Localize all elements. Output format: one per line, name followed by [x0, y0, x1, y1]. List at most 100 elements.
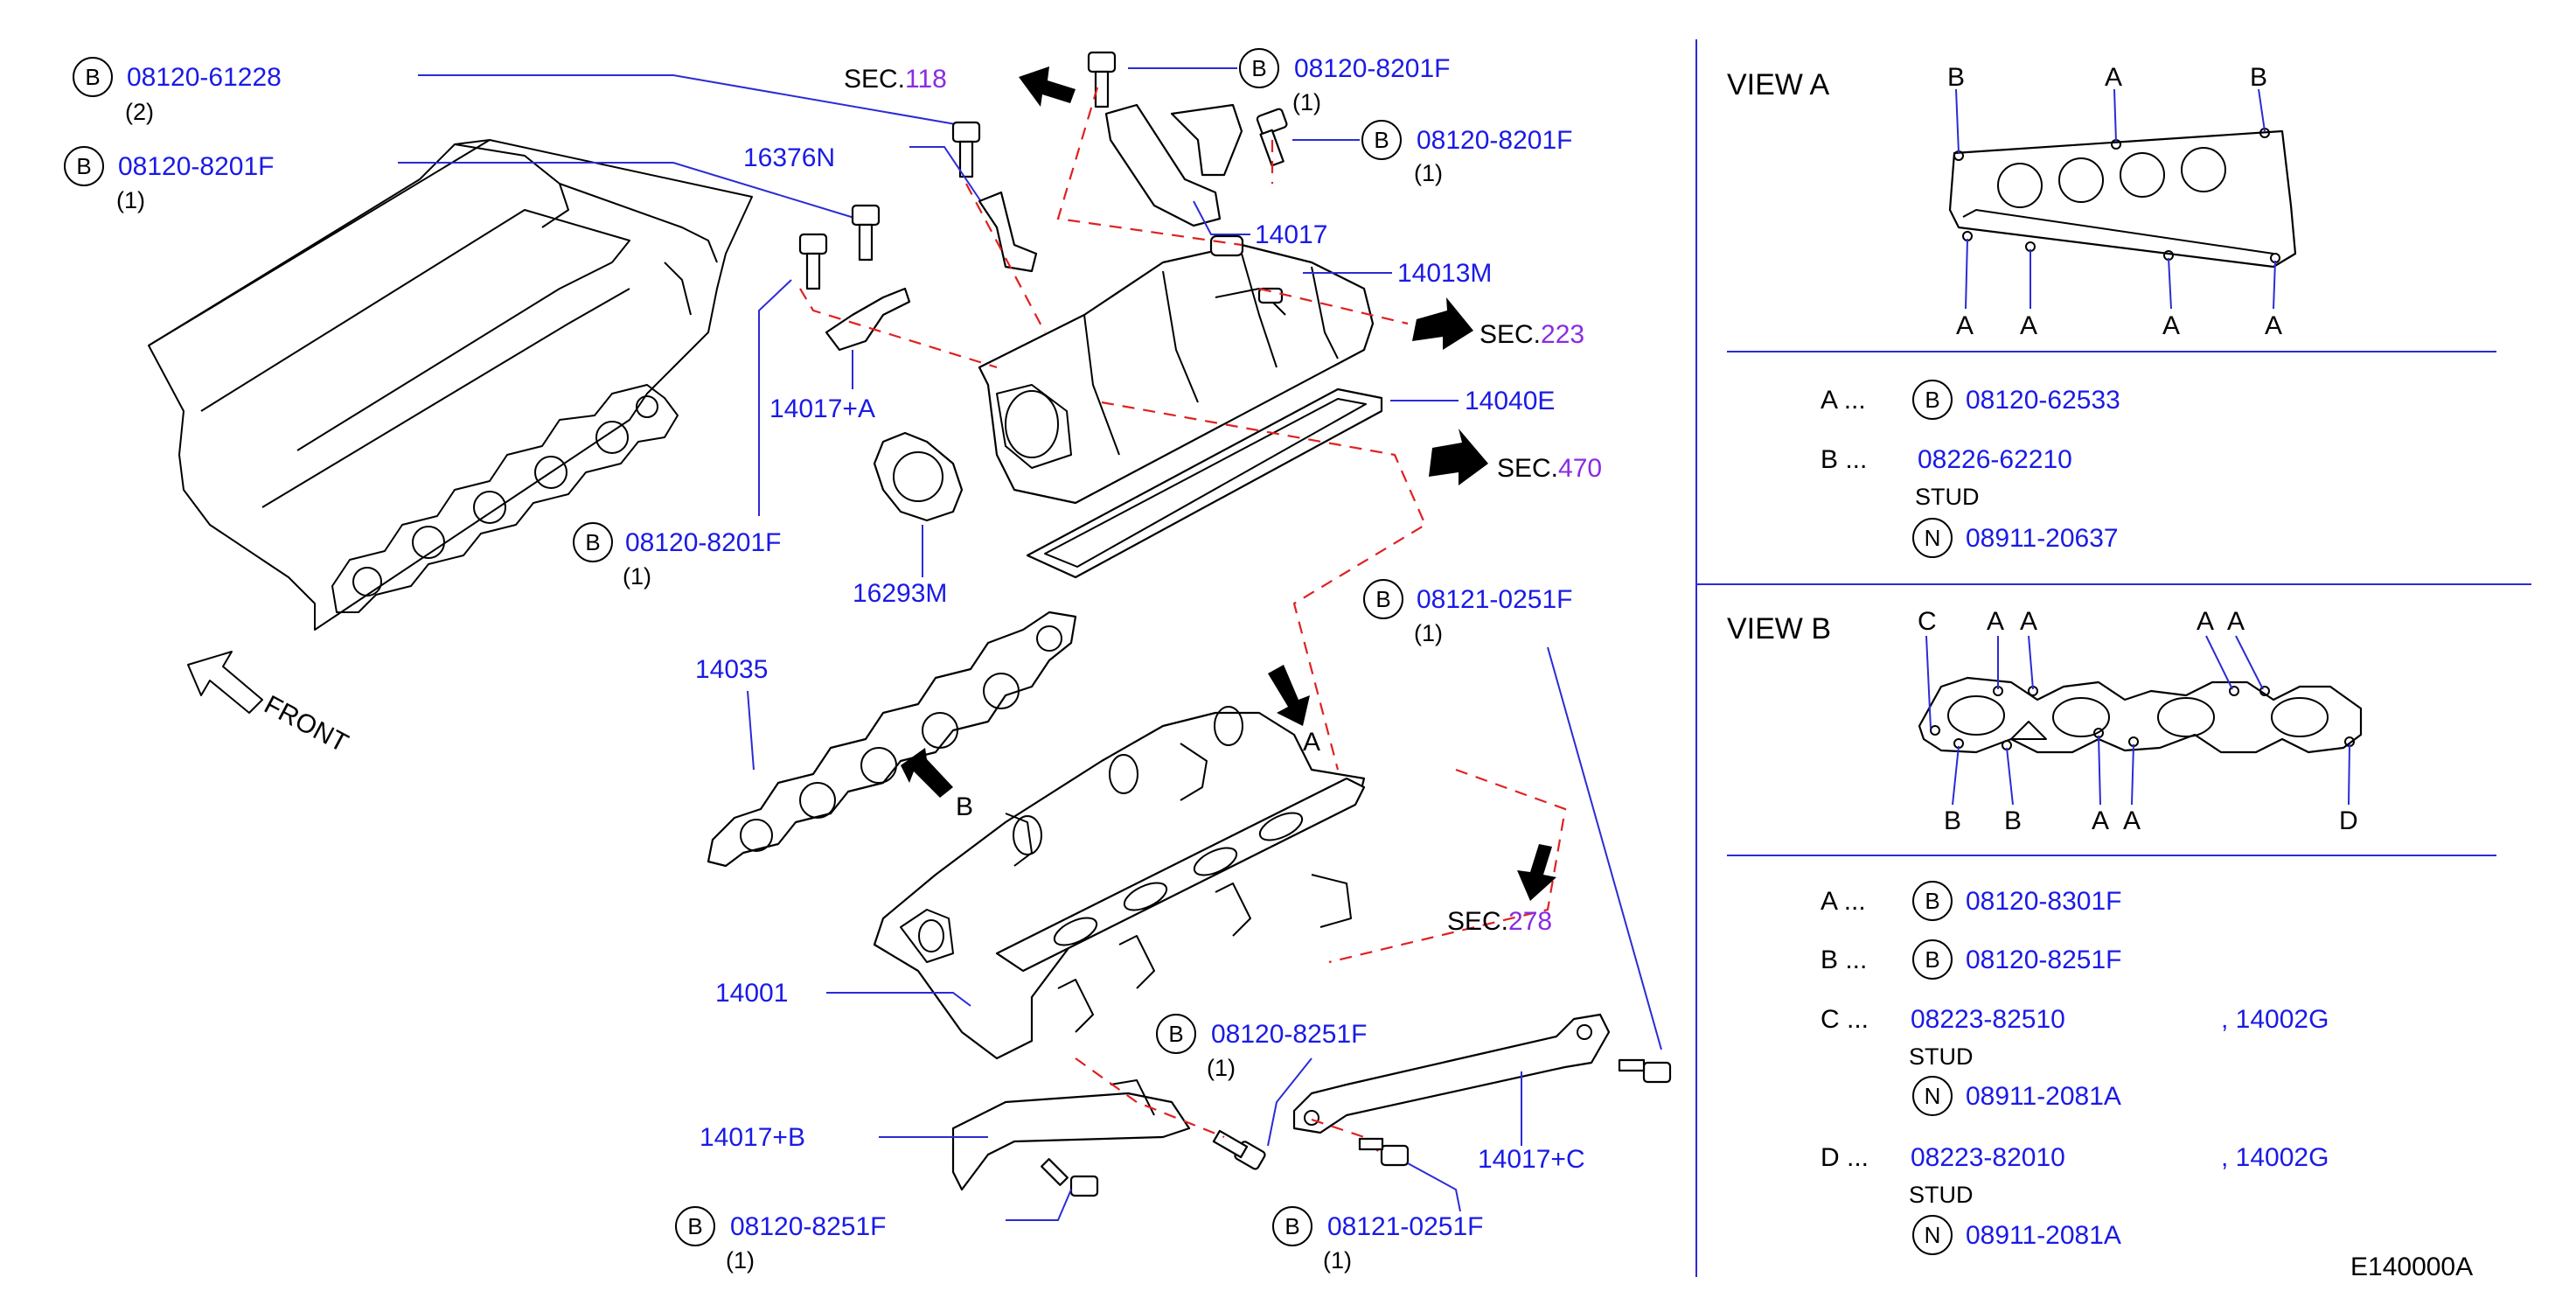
badge-b: B: [64, 146, 104, 186]
view-b-bottom-labels: B B A A D: [1944, 806, 2358, 835]
bolt-drawing: [798, 121, 981, 290]
bolt-drawing: [1041, 1158, 1099, 1197]
part-14017: 14017: [1255, 220, 1327, 249]
svg-text:D: D: [2339, 806, 2358, 835]
badge-b: B: [1239, 48, 1279, 88]
svg-text:B: B: [76, 153, 91, 179]
bracket-14017-drawing: [1104, 103, 1243, 227]
svg-text:A: A: [1987, 607, 2004, 636]
svg-text:A: A: [1956, 311, 1974, 340]
qty-08120-61228: (2): [125, 99, 154, 125]
section-arrow: [1019, 66, 1076, 107]
view-a-gasket-drawing: [1948, 128, 2297, 269]
part-08121-0251f: 08121-0251F: [1327, 1212, 1483, 1241]
legend-key: B ...: [1821, 946, 1867, 974]
section-arrow: [1412, 297, 1473, 350]
legend-part: 08911-2081A: [1966, 1221, 2121, 1250]
legend-part: 08223-82010: [1911, 1143, 2065, 1172]
svg-text:B: B: [1944, 806, 1961, 835]
part-08120-8251f: 08120-8251F: [1211, 1020, 1367, 1049]
bracket-14017a-drawing: [825, 287, 911, 352]
legend-key: C ...: [1821, 1005, 1869, 1034]
front-arrow: FRONT: [187, 651, 353, 758]
section-arrow: [1517, 844, 1556, 901]
view-a-bottom-labels: A A A A: [1956, 311, 2282, 340]
svg-text:B: B: [1925, 946, 1939, 973]
view-a-top-labels: B A B: [1947, 63, 2267, 92]
bolt-drawing: [1212, 1129, 1266, 1170]
section-278: SEC.278: [1447, 907, 1552, 936]
view-a-marker: A: [1303, 728, 1320, 757]
svg-text:A: A: [2105, 63, 2122, 92]
qty-08120-8201f: (1): [623, 563, 651, 590]
svg-text:B: B: [1285, 1213, 1299, 1239]
bolt-drawing: [1087, 51, 1288, 167]
badge-b: B: [1912, 939, 1953, 980]
part-08121-0251f: 08121-0251F: [1417, 585, 1572, 614]
qty-08120-8201f: (1): [1414, 160, 1443, 186]
legend-desc: STUD: [1909, 1182, 1974, 1208]
view-b-title: VIEW B: [1727, 612, 1831, 646]
gasket-14035-drawing: [707, 611, 1077, 868]
svg-text:B: B: [1374, 127, 1389, 153]
part-08120-8201f: 08120-8201F: [1294, 54, 1450, 83]
legend-desc: STUD: [1909, 1043, 1974, 1070]
badge-n: N: [1912, 1215, 1953, 1255]
legend-key: B ...: [1821, 445, 1867, 474]
svg-text:A: A: [2020, 607, 2037, 636]
svg-text:B: B: [1947, 63, 1965, 92]
front-label: FRONT: [260, 690, 353, 758]
legend-alt-part: , 14002G: [2221, 1005, 2329, 1034]
badge-n: N: [1912, 518, 1953, 558]
part-16376n: 16376N: [743, 143, 835, 172]
legend-part: 08120-8251F: [1966, 946, 2121, 974]
view-b-marker: B: [956, 792, 973, 821]
svg-text:B: B: [2250, 63, 2267, 92]
svg-text:B: B: [1375, 586, 1390, 612]
part-08120-61228: 08120-61228: [127, 63, 282, 92]
svg-text:B: B: [1925, 387, 1939, 413]
svg-text:N: N: [1925, 1222, 1941, 1248]
badge-b: B: [1272, 1206, 1312, 1246]
qty-08120-8201f: (1): [1292, 89, 1321, 115]
section-118: SEC.118: [844, 65, 947, 94]
section-470: SEC.470: [1497, 454, 1602, 483]
section-223: SEC.223: [1479, 320, 1584, 349]
part-14040e: 14040E: [1465, 387, 1555, 415]
svg-text:A: A: [2123, 806, 2141, 835]
legend-part: 08226-62210: [1918, 445, 2072, 474]
legend-desc: STUD: [1915, 484, 1980, 510]
qty-08121-0251f: (1): [1414, 620, 1443, 646]
svg-text:C: C: [1918, 607, 1937, 636]
badge-n: N: [1912, 1076, 1953, 1116]
part-08120-8201f: 08120-8201F: [1417, 126, 1572, 155]
svg-text:B: B: [1251, 55, 1266, 81]
badge-b: B: [1912, 380, 1953, 420]
badge-b: B: [73, 57, 113, 97]
view-b-arrow: [901, 748, 953, 798]
manifold-14001-drawing: [873, 706, 1366, 1060]
part-08120-8201f: 08120-8201F: [118, 152, 274, 181]
guide-lines: [799, 87, 1567, 964]
collector-14013m-drawing: [978, 234, 1375, 505]
part-14017b: 14017+B: [700, 1123, 805, 1152]
badge-b: B: [573, 522, 613, 562]
bracket-14017b-drawing: [951, 1092, 1191, 1191]
badge-b: B: [1912, 881, 1953, 921]
guide-lines: [1075, 1057, 1225, 1139]
legend-key: A ...: [1821, 887, 1866, 916]
legend-key: A ...: [1821, 386, 1866, 415]
bolt-drawing: [1358, 1058, 1672, 1167]
part-14035: 14035: [695, 655, 768, 684]
qty-08120-8201f: (1): [116, 187, 145, 213]
svg-text:A: A: [2197, 607, 2214, 636]
svg-text:A: A: [2162, 311, 2180, 340]
legend-part: 08120-62533: [1966, 386, 2120, 415]
part-14013m: 14013M: [1397, 259, 1492, 288]
badge-b: B: [675, 1206, 715, 1246]
engine-cover-drawing: [148, 139, 753, 631]
svg-text:A: A: [2265, 311, 2282, 340]
svg-text:B: B: [1925, 888, 1939, 914]
badge-b: B: [1361, 120, 1402, 160]
